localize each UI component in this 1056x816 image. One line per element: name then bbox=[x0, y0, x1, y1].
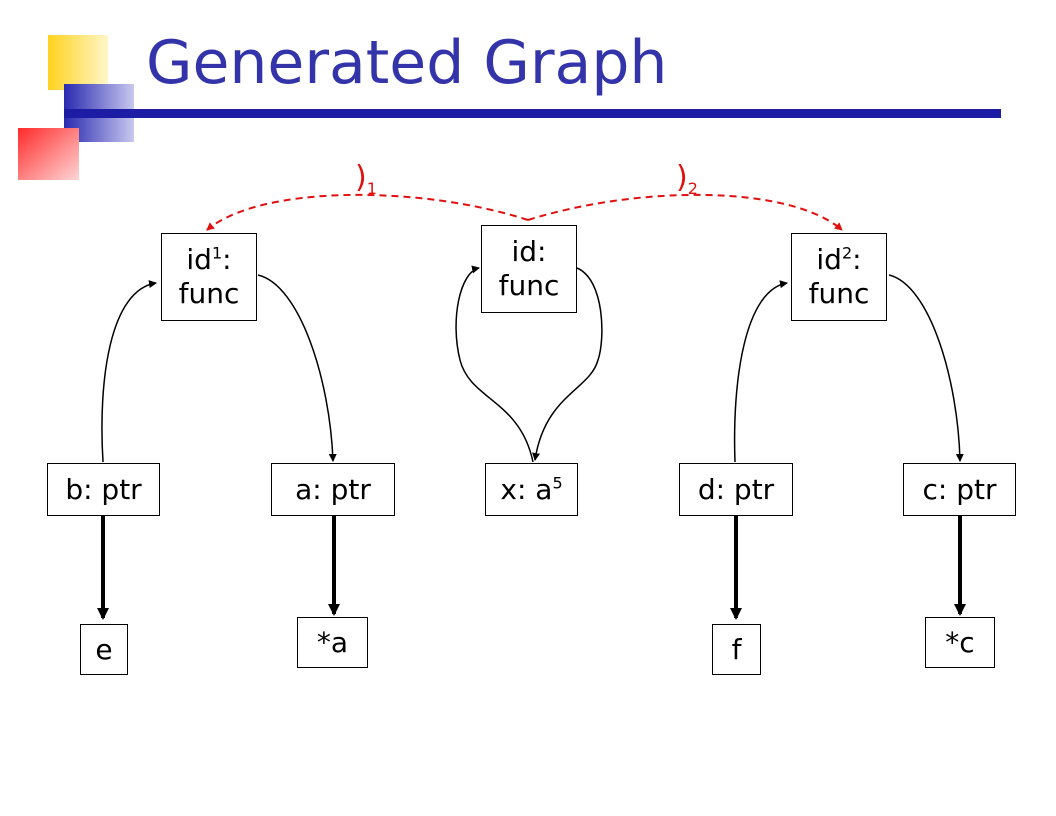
node-x-a5: x: a5 bbox=[485, 463, 578, 516]
paren-label-2: )2 bbox=[676, 160, 698, 198]
edge-b-to-id1 bbox=[101, 280, 157, 463]
edge-id1-to-a bbox=[257, 274, 337, 462]
paren-label-1: )1 bbox=[355, 160, 377, 198]
node-d-ptr: d: ptr bbox=[679, 463, 793, 516]
node-e: e bbox=[80, 624, 128, 675]
edge-x-to-id bbox=[455, 265, 534, 463]
node-star-a: *a bbox=[297, 617, 368, 668]
edge-id-to-x bbox=[532, 267, 603, 461]
edge-d-to-id2 bbox=[733, 280, 788, 463]
node-id1-func: id1: func bbox=[161, 233, 257, 321]
edge-id2-to-c bbox=[888, 274, 964, 462]
title-underline bbox=[64, 109, 1001, 118]
node-a-ptr: a: ptr bbox=[271, 463, 395, 516]
slide-title: Generated Graph bbox=[146, 28, 668, 98]
paren-edge-2 bbox=[527, 193, 843, 231]
node-id2-func: id2: func bbox=[791, 233, 887, 321]
node-b-ptr: b: ptr bbox=[47, 463, 160, 516]
node-id-func: id: func bbox=[481, 225, 577, 313]
node-f: f bbox=[712, 624, 761, 675]
node-star-c: *c bbox=[925, 617, 995, 668]
node-c-ptr: c: ptr bbox=[903, 463, 1016, 516]
paren-edge-1 bbox=[206, 193, 529, 231]
